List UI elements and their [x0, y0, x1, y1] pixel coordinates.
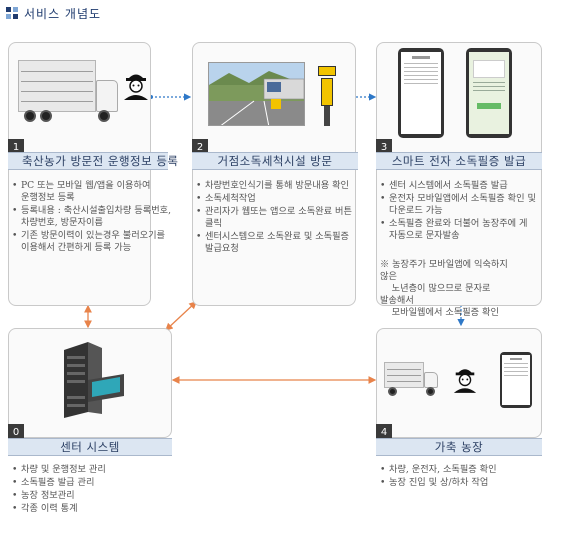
- diagram-header: 서비스 개념도: [6, 5, 101, 21]
- list-item: 소독필증 발급 관리: [12, 477, 172, 489]
- disinfection-facility-photo: [208, 62, 305, 126]
- list-item: 차량, 운전자, 소독필증 확인: [380, 464, 550, 476]
- step-1-title: 축산농가 방문전 운행정보 등록: [8, 152, 178, 170]
- list-item: 농장 진입 및 상/하차 작업: [380, 477, 550, 489]
- server-icon: [58, 340, 128, 424]
- step-1-number: 1: [8, 139, 24, 155]
- step-2-bullets: 차량번호인식기를 통해 방문내용 확인 소독세척작업 관리자가 웹또는 앱으로 …: [196, 180, 376, 256]
- step-3-title: 스마트 전자 소독필증 발급: [376, 152, 542, 170]
- list-item: 차량번호인식기를 통해 방문내용 확인: [196, 180, 376, 192]
- list-item: 차량 및 운행정보 관리: [12, 464, 172, 476]
- list-item: 운전자 모바일앱에서 소독필증 확인 및 다운로드 가능: [380, 193, 565, 217]
- list-item: 농장 정보관리: [12, 490, 172, 502]
- truck-illustration: [18, 54, 146, 134]
- step-2-number: 2: [192, 139, 208, 155]
- truck-small-illustration: [384, 360, 444, 402]
- list-item: PC 또는 모바일 웹/앱을 이용하여 운행정보 등록: [12, 180, 192, 204]
- grid-icon: [6, 7, 18, 19]
- step-4-number: 4: [376, 424, 392, 440]
- step-2-title: 거점소독세척시설 방문: [192, 152, 358, 170]
- phone-certificate-icon: [398, 48, 444, 138]
- list-item: 센터시스템으로 소독완료 및 소독필증 발급요청: [196, 231, 376, 255]
- list-item: 기존 방문이력이 있는경우 불러오기를 이용해서 간편하게 등록 가능: [12, 230, 192, 254]
- step-4-title: 가축 농장: [376, 438, 542, 456]
- step-3-note: ※ 농장주가 모바일앱에 익숙하지 않은 노년층이 많으므로 문자로 발송해서 …: [380, 259, 508, 318]
- list-item: 각종 이력 통계: [12, 503, 172, 515]
- step-0-title: 센터 시스템: [8, 438, 172, 456]
- list-item: 센터 시스템에서 소독필증 발급: [380, 180, 565, 192]
- phone-message-icon: [466, 48, 512, 138]
- step-0-bullets: 차량 및 운행정보 관리 소독필증 발급 관리 농장 정보관리 각종 이력 통계: [12, 464, 172, 516]
- step-3-bullets: 센터 시스템에서 소독필증 발급 운전자 모바일앱에서 소독필증 확인 및 다운…: [380, 180, 565, 243]
- plate-reader-device: [318, 66, 336, 126]
- step-4-bullets: 차량, 운전자, 소독필증 확인 농장 진입 및 상/하차 작업: [380, 464, 550, 490]
- list-item: 소독세척작업: [196, 193, 376, 205]
- step-0-number: 0: [8, 424, 24, 440]
- step-1-bullets: PC 또는 모바일 웹/앱을 이용하여 운행정보 등록 등록내용 : 축산시설출…: [12, 180, 192, 255]
- list-item: 소독필증 완료와 더불어 농장주에 게 자동으로 문자발송: [380, 218, 565, 242]
- arrow-2-0: [165, 301, 197, 331]
- farmer-icon: [452, 364, 478, 398]
- driver-icon: [122, 70, 150, 104]
- list-item: 관리자가 웹또는 앱으로 소독완료 버튼 클릭: [196, 206, 376, 230]
- phone-certificate-small-icon: [500, 352, 532, 408]
- step-3-number: 3: [376, 139, 392, 155]
- list-item: 등록내용 : 축산시설출입차량 등록번호, 차량번호, 방문자이름: [12, 205, 192, 229]
- step-1-card: [8, 42, 151, 306]
- page-title: 서비스 개념도: [24, 6, 102, 21]
